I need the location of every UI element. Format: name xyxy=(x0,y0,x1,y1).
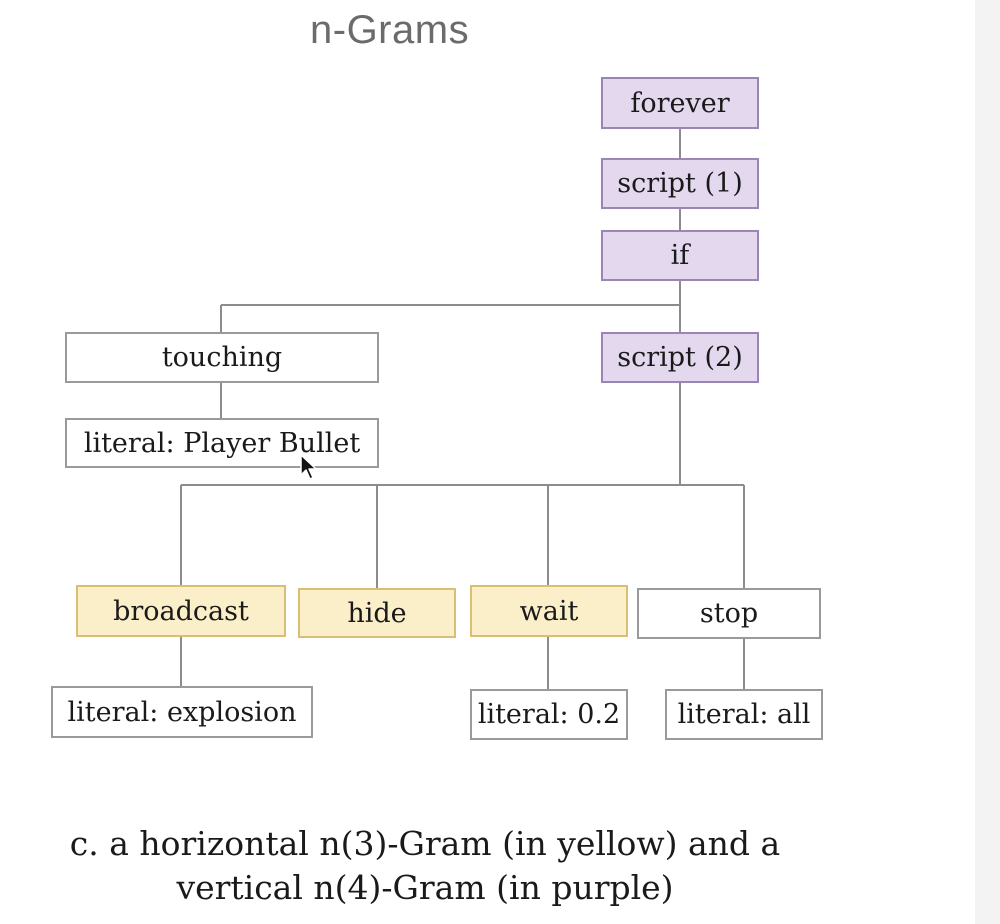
node-if: if xyxy=(601,230,759,281)
mouse-pointer-icon xyxy=(300,454,317,480)
node-touching: touching xyxy=(65,332,379,383)
node-script-1: script (1) xyxy=(601,158,759,209)
node-hide: hide xyxy=(298,588,456,638)
node-literal-explosion: literal: explosion xyxy=(51,686,313,738)
node-touching-label: touching xyxy=(161,342,283,373)
node-script-2: script (2) xyxy=(601,332,759,383)
node-literal-player-bullet-label: literal: Player Bullet xyxy=(83,427,361,459)
node-forever: forever xyxy=(601,77,759,129)
slide-title: n-Grams xyxy=(310,8,470,52)
caption-line-2: vertical n(4)-Gram (in purple) xyxy=(176,868,674,907)
node-script-1-label: script (1) xyxy=(617,168,743,199)
node-literal-all: literal: all xyxy=(665,689,823,740)
node-if-label: if xyxy=(670,240,690,271)
node-wait-label: wait xyxy=(519,595,579,627)
side-scroll-strip xyxy=(975,0,1000,924)
node-broadcast: broadcast xyxy=(76,585,286,637)
node-stop-label: stop xyxy=(699,598,759,629)
node-hide-label: hide xyxy=(347,597,407,629)
node-stop: stop xyxy=(637,588,821,639)
node-literal-explosion-label: literal: explosion xyxy=(67,696,297,728)
node-forever-label: forever xyxy=(630,87,730,119)
caption-line-1: c. a horizontal n(3)-Gram (in yellow) an… xyxy=(69,824,781,863)
node-literal-wait-value: literal: 0.2 xyxy=(470,689,628,740)
node-literal-wait-value-label: literal: 0.2 xyxy=(477,699,621,730)
node-broadcast-label: broadcast xyxy=(113,595,249,627)
node-script-2-label: script (2) xyxy=(617,342,743,373)
node-literal-all-label: literal: all xyxy=(677,699,811,730)
figure-caption: c. a horizontal n(3)-Gram (in yellow) an… xyxy=(40,822,810,910)
node-literal-player-bullet: literal: Player Bullet xyxy=(65,418,379,468)
node-wait: wait xyxy=(470,585,628,637)
